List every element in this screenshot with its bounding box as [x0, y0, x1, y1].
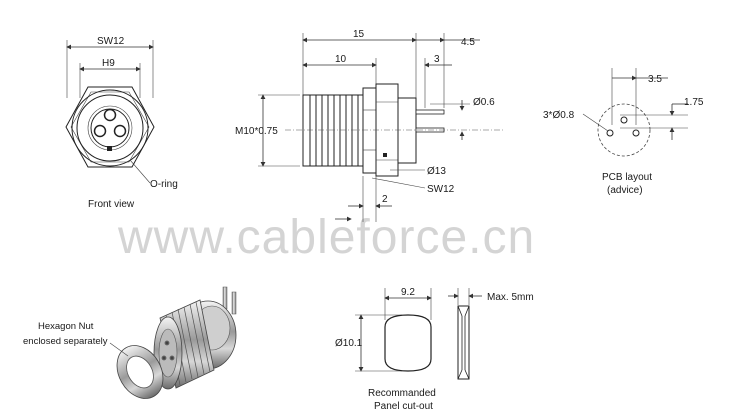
side-dim-nut-w: 2 — [382, 194, 388, 205]
thread-lines — [309, 95, 359, 166]
pcb-caption-line2: (advice) — [607, 185, 643, 196]
contact-pin — [415, 109, 445, 115]
cutout-shape — [384, 314, 432, 372]
hex-nut — [362, 87, 377, 174]
pcb-dim-y: 1.75 — [684, 97, 704, 108]
hexagon-nut-photo — [116, 345, 164, 399]
cutout-dim-max: Max. 5mm — [487, 292, 534, 303]
pcb-hole — [620, 116, 628, 124]
side-dim-thread: M10*0.75 — [235, 126, 278, 137]
cutout-dim-flat: 9.2 — [401, 287, 415, 298]
side-dim-thread-len: 10 — [335, 54, 347, 65]
panel-section — [457, 305, 470, 380]
side-dim-nut: SW12 — [427, 184, 455, 195]
side-dim-pin: 4.5 — [461, 37, 475, 48]
pcb-hole — [632, 129, 640, 137]
pcb-hole — [606, 129, 614, 137]
cutout-caption-line2: Panel cut-out — [374, 401, 433, 412]
front-dim-h: H9 — [102, 58, 115, 69]
side-view: 15 4.5 10 3 M10*0.75 — [235, 29, 505, 222]
front-dim-sw: SW12 — [97, 36, 125, 47]
pcb-dim-x: 3.5 — [648, 74, 662, 85]
photo-label-line2: enclosed separately — [23, 336, 108, 347]
front-view-caption: Front view — [88, 199, 135, 210]
panel-cutout: 9.2 Ø10.1 Recommanded Panel cut-out Max.… — [335, 287, 534, 412]
side-dim-flange: Ø13 — [427, 166, 446, 177]
watermark-text: www.cableforce.cn — [117, 211, 535, 264]
side-dim-total: 15 — [353, 29, 365, 40]
photo-label-line1: Hexagon Nut — [38, 321, 94, 332]
oring-label: O-ring — [150, 179, 178, 190]
pin-hole — [113, 124, 127, 138]
pcb-caption-line1: PCB layout — [602, 172, 652, 183]
pcb-layout: 3.5 1.75 3*Ø0.8 PCB layout (advice) — [543, 68, 704, 196]
front-view: SW12 H9 O-ring Front view — [65, 36, 178, 210]
side-dim-pin-dia: Ø0.6 — [473, 97, 495, 108]
hex-outline — [65, 86, 155, 168]
side-dim-pin-offset: 3 — [434, 54, 440, 65]
pcb-dim-holes: 3*Ø0.8 — [543, 110, 575, 121]
product-photo: Hexagon Nut enclosed separately — [23, 286, 237, 399]
pin-hole — [93, 124, 107, 138]
cutout-caption-line1: Recommanded — [368, 388, 436, 399]
pin-hole — [103, 108, 117, 122]
cutout-dim-dia: Ø10.1 — [335, 338, 363, 349]
